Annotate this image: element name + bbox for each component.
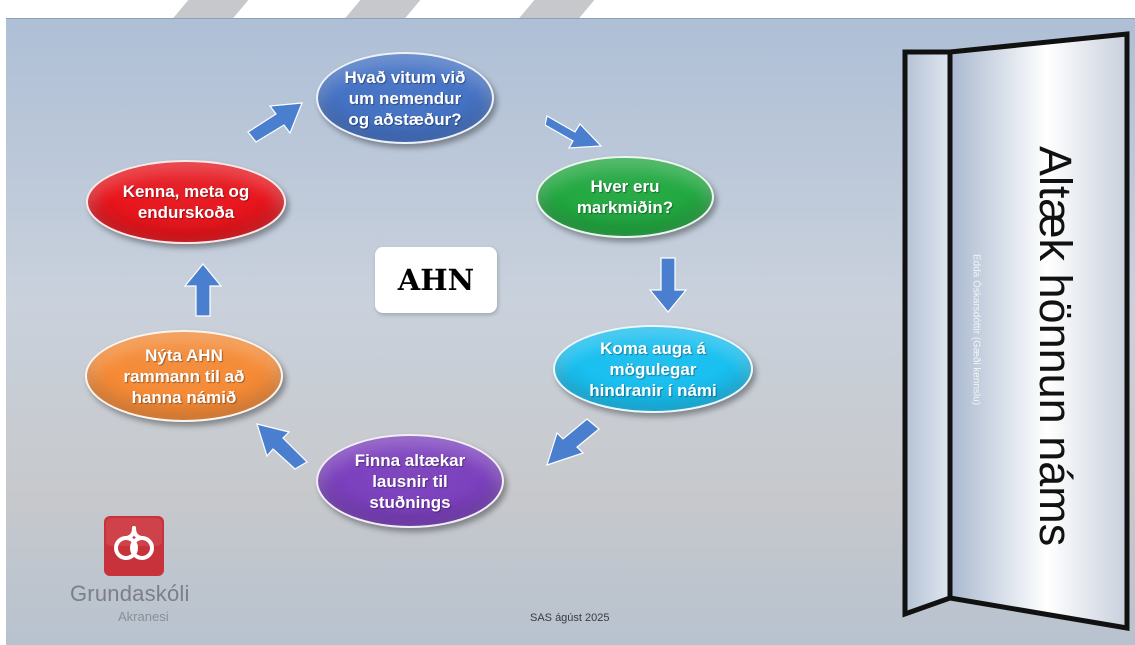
node-knowledge-text: Hvað vitum við um nemendur og aðstæður? [345, 67, 466, 130]
node-goals-text: Hver eru markmiðin? [577, 176, 673, 218]
arrow-knowledge-to-goals [545, 115, 603, 149]
node-solutions: Finna altækar lausnir til stuðnings [316, 434, 504, 528]
center-label: AHN [397, 263, 475, 297]
node-goals: Hver eru markmiðin? [536, 156, 714, 238]
node-line: lausnir til [372, 471, 448, 491]
decorative-stripe [343, 0, 421, 20]
node-line: Kenna, meta og [122, 182, 250, 201]
node-line: Nýta AHN [145, 345, 223, 365]
side-panel-author-text: Edda Óskarsdóttir (Gæði kennslu) [970, 254, 982, 406]
node-teach-text: Kenna, meta og endurskoða [123, 181, 250, 223]
node-line: og aðstæður? [348, 109, 462, 129]
center-label-box: AHN [375, 247, 497, 313]
school-logo-icon [104, 516, 164, 576]
arrow-goals-to-barriers [648, 257, 688, 313]
node-line: endurskoða [137, 203, 235, 222]
decorative-stripe [517, 0, 595, 20]
side-panel-title: Altæk hönnun náms [1030, 72, 1081, 620]
node-design-text: Nýta AHN rammann til að hanna námið [124, 345, 245, 408]
arrow-solutions-to-design [256, 423, 308, 470]
decorative-stripe [171, 0, 249, 20]
node-line: stuðnings [369, 492, 451, 512]
node-line: rammann til að [123, 366, 245, 386]
arrow-teach-to-knowledge [247, 102, 303, 143]
node-line: um nemendur [348, 88, 462, 108]
school-location: Akranesi [118, 609, 169, 624]
node-line: markmiðin? [576, 198, 674, 217]
side-panel-frame [902, 31, 1130, 631]
node-design: Nýta AHN rammann til að hanna námið [85, 330, 283, 422]
node-line: mögulegar [609, 359, 697, 379]
footer-text: SAS ágúst 2025 [530, 612, 610, 624]
node-line: hanna námið [131, 387, 237, 407]
node-solutions-text: Finna altækar lausnir til stuðnings [355, 450, 466, 513]
node-knowledge: Hvað vitum við um nemendur og aðstæður? [316, 52, 494, 144]
school-name: Grundaskóli [70, 581, 190, 606]
node-barriers: Koma auga á mögulegar hindranir í námi [553, 325, 753, 413]
node-line: Koma auga á [600, 338, 706, 358]
node-line: Finna altækar [354, 450, 466, 470]
side-panel-title-text: Altæk hönnun náms [1030, 145, 1081, 547]
node-line: Hvað vitum við [344, 67, 466, 87]
node-teach: Kenna, meta og endurskoða [86, 160, 286, 244]
node-barriers-text: Koma auga á mögulegar hindranir í námi [589, 338, 717, 401]
node-line: Hver eru [590, 177, 660, 196]
node-line: hindranir í námi [589, 380, 717, 400]
arrow-barriers-to-solutions [546, 418, 600, 466]
side-panel-author: Edda Óskarsdóttir (Gæði kennslu) [968, 215, 984, 445]
arrow-design-to-teach [183, 263, 223, 317]
